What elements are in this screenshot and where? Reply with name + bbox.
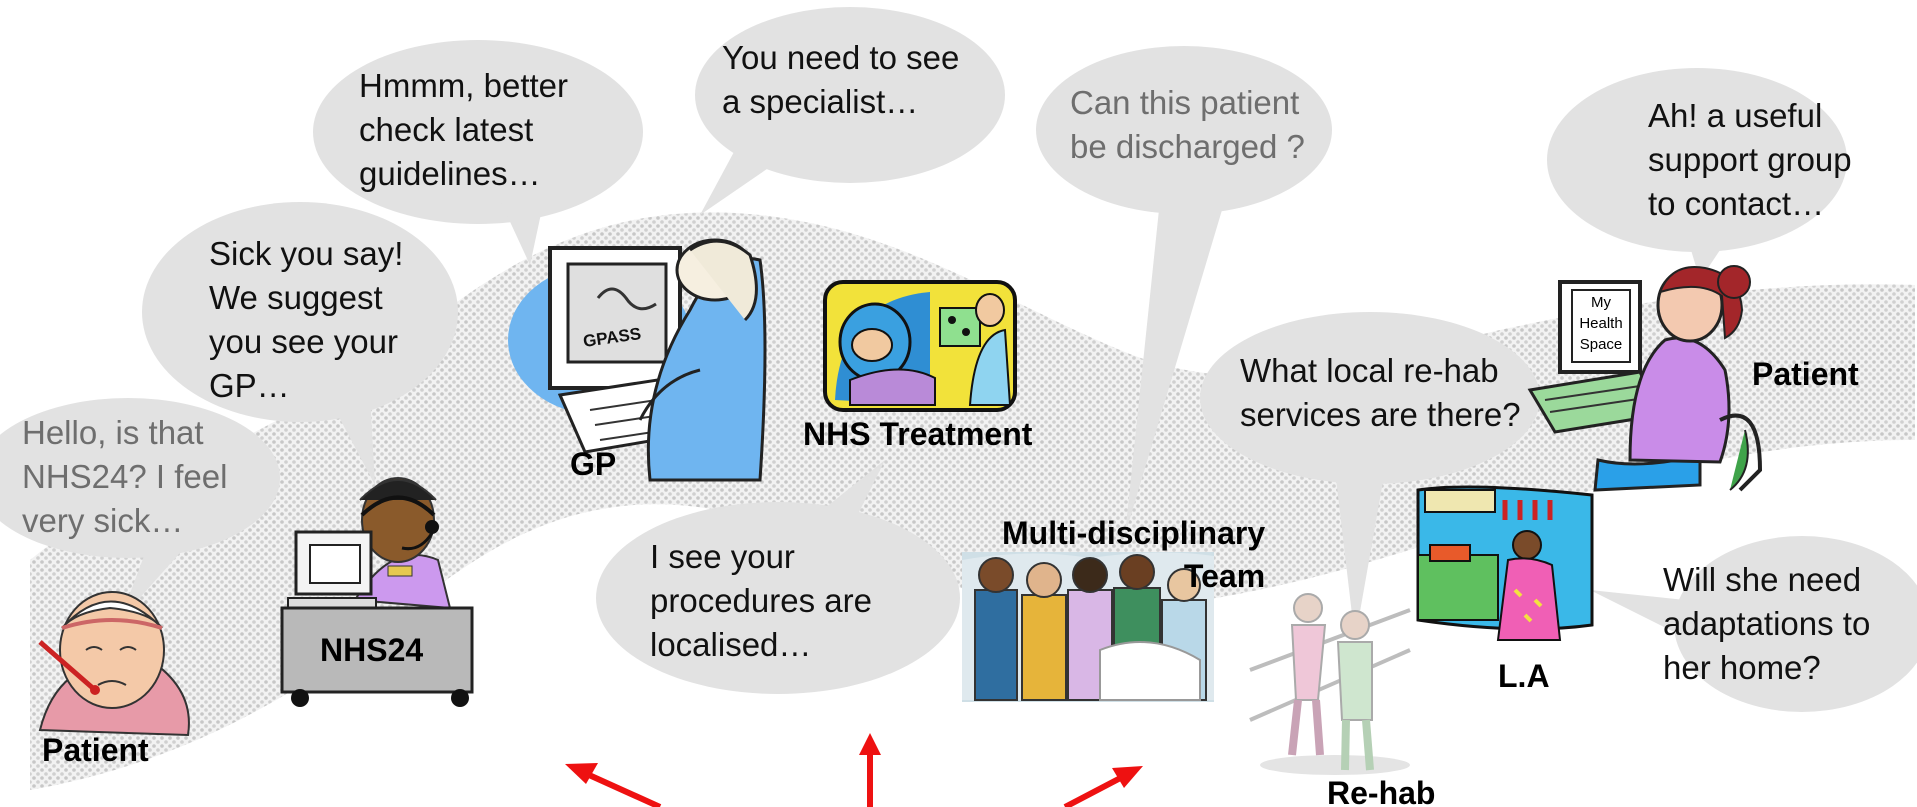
arrow-left [576, 767, 662, 807]
la-kitchen-icon [1416, 485, 1594, 641]
sick-patient-icon [38, 591, 190, 737]
label-nhs-treatment: NHS Treatment [803, 416, 1033, 452]
rehab-walkers-icon [1249, 593, 1411, 775]
my-health-space-label: My Health Space [1579, 294, 1623, 353]
label-rehab: Re-hab [1327, 775, 1436, 807]
bubble-patient-call [0, 398, 280, 620]
multidisciplinary-team-icon [962, 552, 1214, 702]
bubble-gp-specialist [695, 7, 1005, 215]
bubble-discharge [1036, 46, 1332, 535]
adaptations-text: Will she need adaptations to her home? [1663, 561, 1871, 686]
label-patient-left: Patient [42, 732, 149, 768]
gp-specialist-text: You need to see a specialist… [722, 39, 960, 120]
patient-computer-icon [1527, 265, 1763, 492]
gp-computer-icon [508, 238, 767, 482]
rehab-services-text: What local re-hab services are there? [1240, 352, 1521, 433]
discharge-text: Can this patient be discharged ? [1070, 84, 1305, 165]
label-multidisciplinary-team: Multi-disciplinary Team [1002, 515, 1266, 594]
procedures-text: I see your procedures are localised… [650, 538, 872, 663]
label-nhs24: NHS24 [320, 632, 424, 668]
bubble-rehab [1200, 312, 1540, 640]
support-group-text: Ah! a useful support group to contact… [1648, 97, 1852, 222]
label-la: L.A [1498, 658, 1550, 694]
bubble-procedures [596, 460, 960, 694]
bubble-gp-guidelines [313, 40, 643, 265]
bubble-adaptations [1590, 536, 1917, 712]
nhs-treatment-scan-icon [823, 280, 1017, 412]
red-arrows [565, 733, 1143, 807]
gp-guidelines-text: Hmmm, better check latest guidelines… [359, 67, 569, 192]
bubble-nhs24-advice [142, 202, 458, 485]
label-gp: GP [570, 446, 617, 482]
patient-call-text: Hello, is that NHS24? I feel very sick… [22, 414, 228, 539]
nhs24-operator-icon [280, 477, 474, 707]
label-patient-right: Patient [1752, 356, 1859, 392]
nhs24-advice-text: Sick you say! We suggest you see your GP… [209, 235, 404, 404]
